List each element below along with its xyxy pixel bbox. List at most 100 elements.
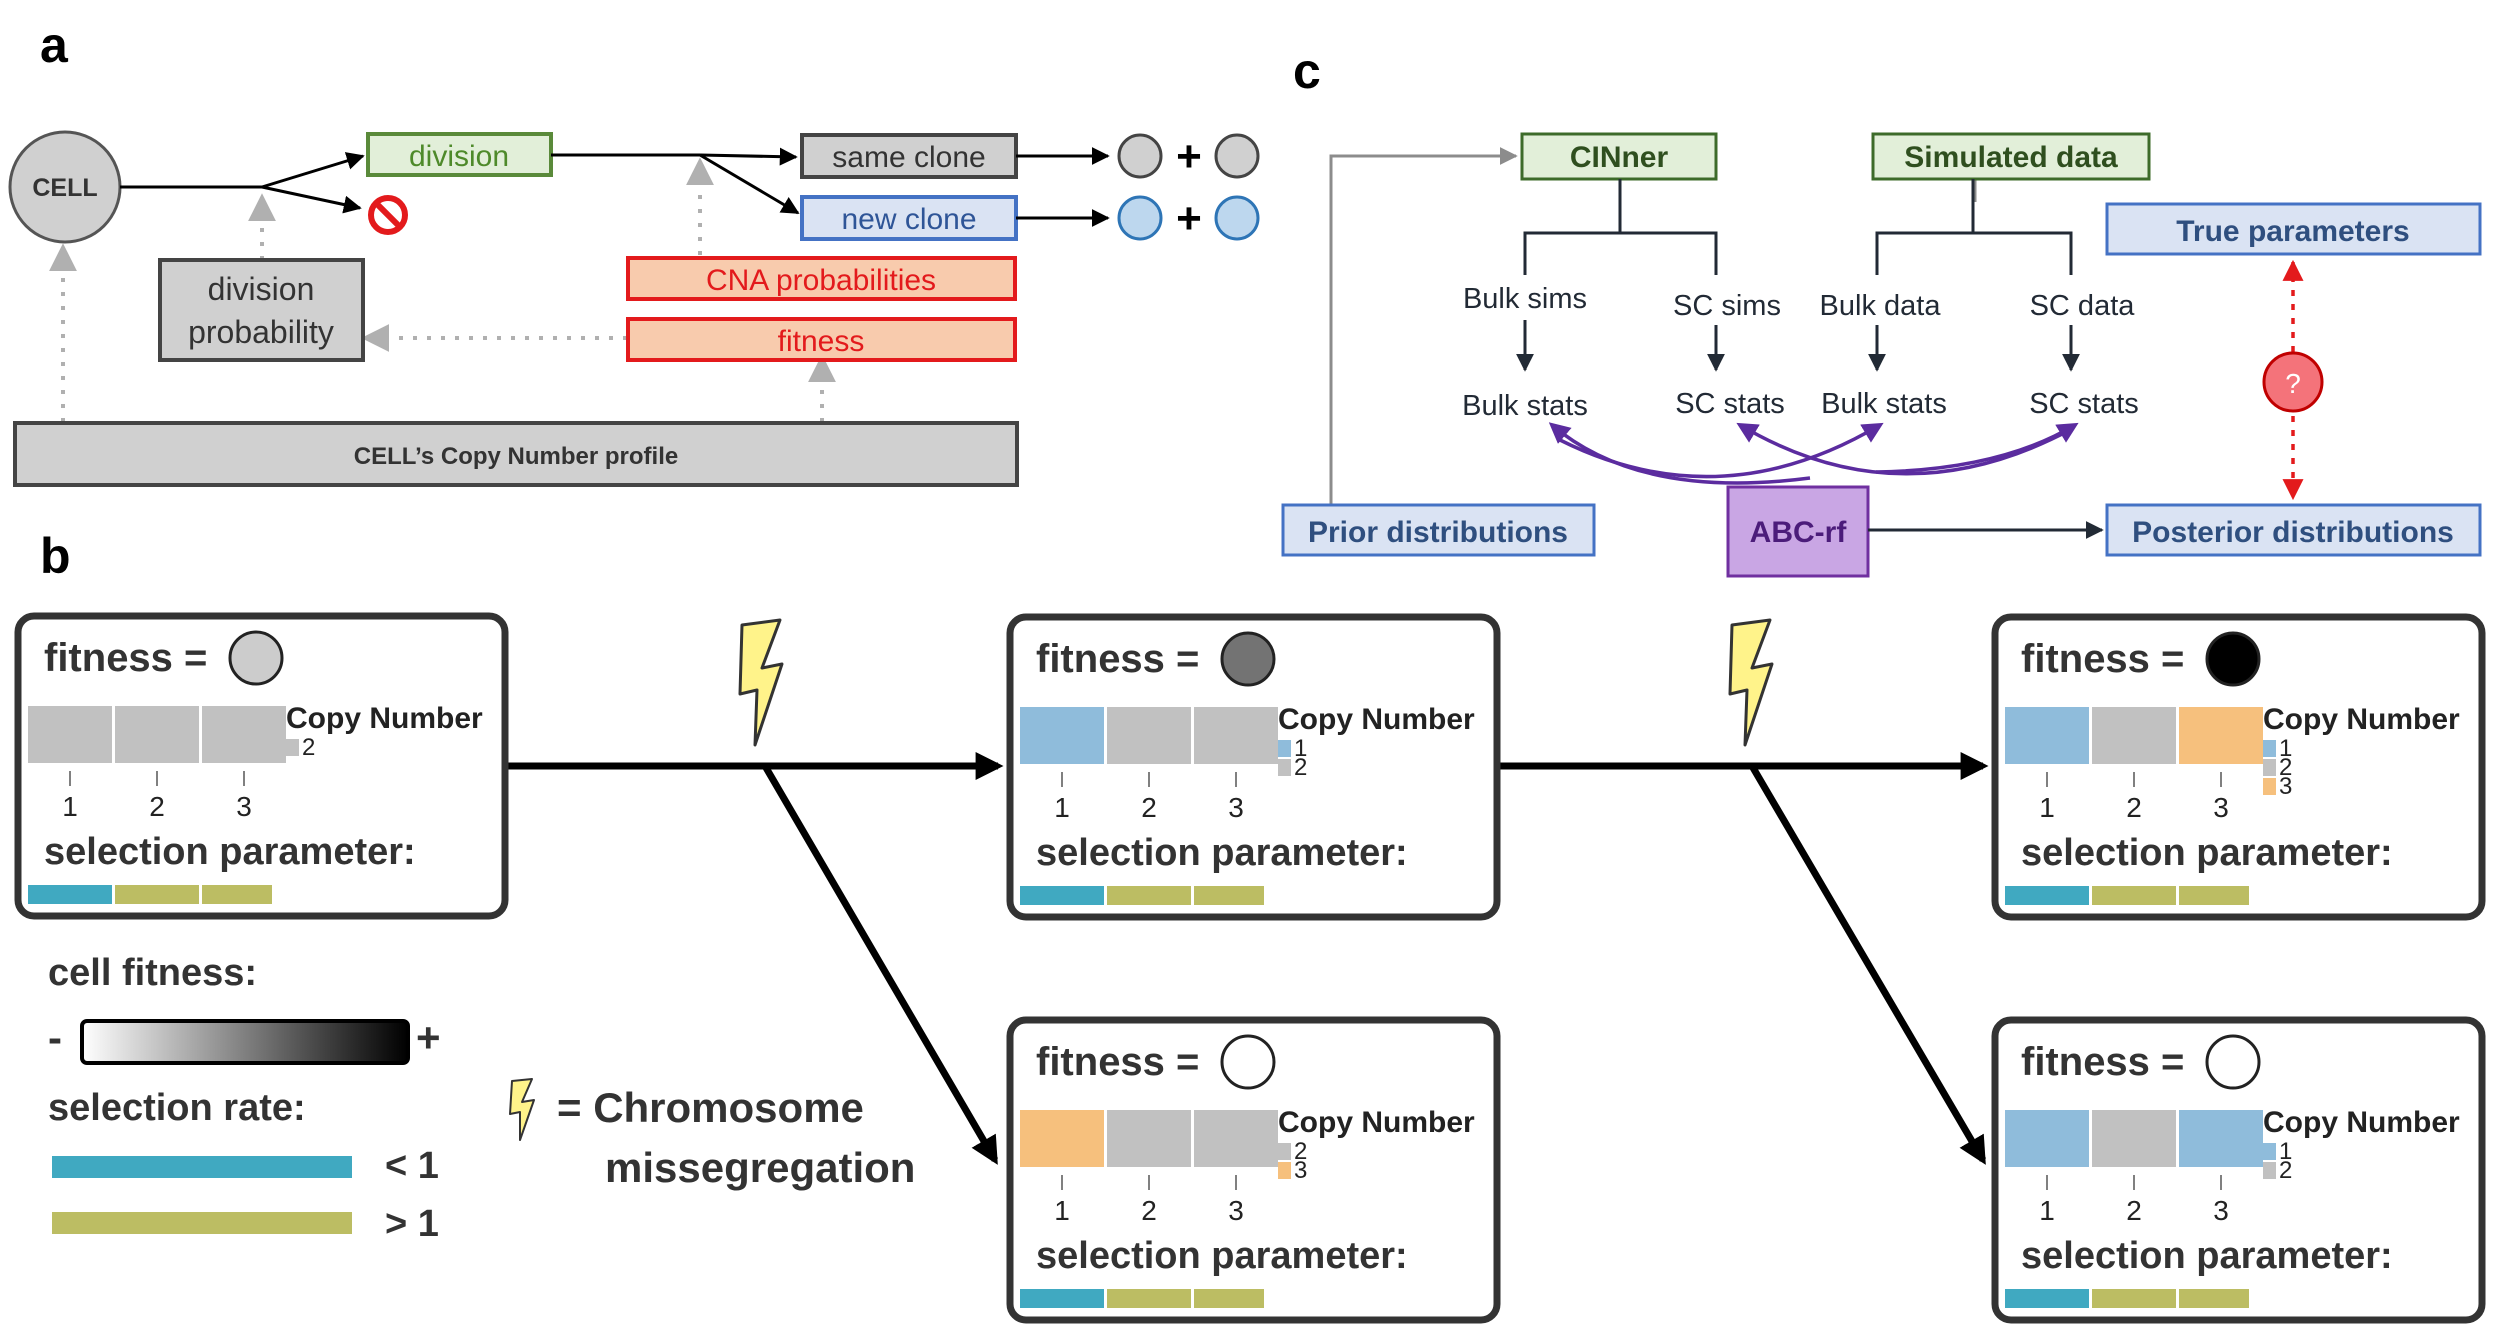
abc-arrow-bulk-stats-sim <box>1548 422 1811 485</box>
legend-swatch <box>1278 759 1291 776</box>
copy-number-legend-title: Copy Number <box>2263 703 2460 736</box>
cna-probabilities-box <box>626 256 1017 301</box>
abc-box <box>1726 485 1870 578</box>
selection-bar-olive <box>2179 886 2249 905</box>
question-label: ? <box>2285 368 2301 399</box>
selection-bar-olive <box>2179 1289 2249 1308</box>
legend-swatch <box>2263 1162 2276 1179</box>
cn-segment <box>115 706 199 763</box>
daughter-blue-1 <box>1117 195 1163 241</box>
missegregation-line2: missegregation <box>605 1144 915 1191</box>
division-box <box>366 132 553 177</box>
selection-high-swatch <box>52 1212 352 1234</box>
true-parameters-label: True parameters <box>2176 215 2409 248</box>
selection-low-label: < 1 <box>385 1145 439 1187</box>
division-probability-line2: probability <box>188 314 334 350</box>
selection-high-label: > 1 <box>385 1203 439 1245</box>
legend-swatch <box>2263 1143 2276 1160</box>
selection-bar-teal <box>2005 1289 2089 1308</box>
selection-rate-label: selection rate: <box>48 1087 306 1129</box>
cna-probabilities-label: CNA probabilities <box>706 264 936 297</box>
legend-value: 2 <box>2279 754 2292 781</box>
selection-bar-teal <box>28 885 112 904</box>
lightning-icon <box>1728 618 1774 747</box>
cn-segment <box>1194 707 1278 764</box>
missegregation-line1: = Chromosome <box>557 1084 864 1131</box>
legend-swatch <box>1278 1143 1291 1160</box>
lightning-icon <box>738 618 784 747</box>
panel-c: c CINner Simulated data True parameters … <box>1281 43 2482 578</box>
chromosome-tick-label: 2 <box>1141 1195 1157 1226</box>
copy-number-legend-title: Copy Number <box>1278 703 1475 736</box>
chromosome-tick-label: 2 <box>1141 792 1157 823</box>
legend-value: 2 <box>2279 1157 2292 1184</box>
legend-value: 3 <box>2279 773 2292 800</box>
fitness-label: fitness <box>778 325 865 358</box>
selection-bar-olive <box>1107 1289 1191 1308</box>
copy-number-legend-title: Copy Number <box>2263 1106 2460 1139</box>
cn-segment <box>1194 1110 1278 1167</box>
cn-profile-label: CELL’s Copy Number profile <box>354 443 678 470</box>
cn-segment <box>202 706 286 763</box>
selection-bar-olive <box>1194 886 1264 905</box>
posterior-box <box>2105 503 2482 557</box>
fitness-circle <box>2205 1034 2261 1090</box>
chromosome-tick-label: 3 <box>236 791 252 822</box>
cinner-box <box>1520 132 1718 181</box>
plus-new: + <box>1176 194 1202 243</box>
legend-swatch <box>2263 778 2276 795</box>
cn-segment <box>28 706 112 763</box>
panel-label-c: c <box>1293 43 1321 99</box>
legend-swatch <box>2263 740 2276 757</box>
cell-fitness-label: cell fitness: <box>48 952 257 994</box>
panel-label-b: b <box>40 528 71 584</box>
chromosome-tick-label: 1 <box>2039 1195 2055 1226</box>
selection-parameter-label: selection parameter: <box>2021 832 2393 874</box>
legend-value: 1 <box>2279 735 2292 762</box>
lightning-icon <box>509 1078 535 1141</box>
fitness-label: fitness = <box>44 636 207 680</box>
fitness-label: fitness = <box>2021 637 2184 681</box>
chromosome-tick-label: 1 <box>62 791 78 822</box>
selection-bar-olive <box>1194 1289 1264 1308</box>
daughter-grey-1 <box>1117 133 1163 179</box>
sc-data-label: SC data <box>2030 290 2136 322</box>
fitness-label: fitness = <box>1036 637 1199 681</box>
new-clone-label: new clone <box>841 203 976 236</box>
copy-number-legend-title: Copy Number <box>1278 1106 1475 1139</box>
card-frame <box>1991 1016 2486 1324</box>
legend-swatch <box>1278 1162 1291 1179</box>
selection-bar-olive <box>115 885 199 904</box>
division-probability-box <box>158 258 365 362</box>
chromosome-tick-label: 1 <box>1054 792 1070 823</box>
fitness-gradient-bar <box>80 1019 410 1065</box>
card-frame <box>1991 613 2486 921</box>
fitness-circle <box>1220 631 1276 687</box>
selection-low-swatch <box>52 1156 352 1178</box>
legend-value: 2 <box>1294 1138 1307 1165</box>
chromosome-tick-label: 2 <box>2126 1195 2142 1226</box>
cn-segment <box>2005 707 2089 764</box>
bulk-data-label: Bulk data <box>1820 290 1942 322</box>
prior-label: Prior distributions <box>1308 516 1568 549</box>
simulated-data-box <box>1871 132 2151 181</box>
fitness-label: fitness = <box>2021 1040 2184 1084</box>
fitness-label: fitness = <box>1036 1040 1199 1084</box>
cinner-tree <box>1523 179 1622 275</box>
cn-segment <box>2179 1110 2263 1167</box>
cn-segment <box>1107 1110 1191 1167</box>
abc-arrow-bulk-stats-data <box>1559 422 1884 479</box>
cinner-tree-right <box>1620 231 1718 275</box>
arrow-to-death <box>261 185 362 214</box>
cell-label: CELL <box>32 174 97 202</box>
copy-number-legend-title: Copy Number <box>286 702 483 735</box>
selection-bar-olive <box>2092 1289 2176 1308</box>
cn-segment <box>1020 707 1104 764</box>
same-clone-label: same clone <box>832 141 985 174</box>
selection-bar-olive <box>2092 886 2176 905</box>
